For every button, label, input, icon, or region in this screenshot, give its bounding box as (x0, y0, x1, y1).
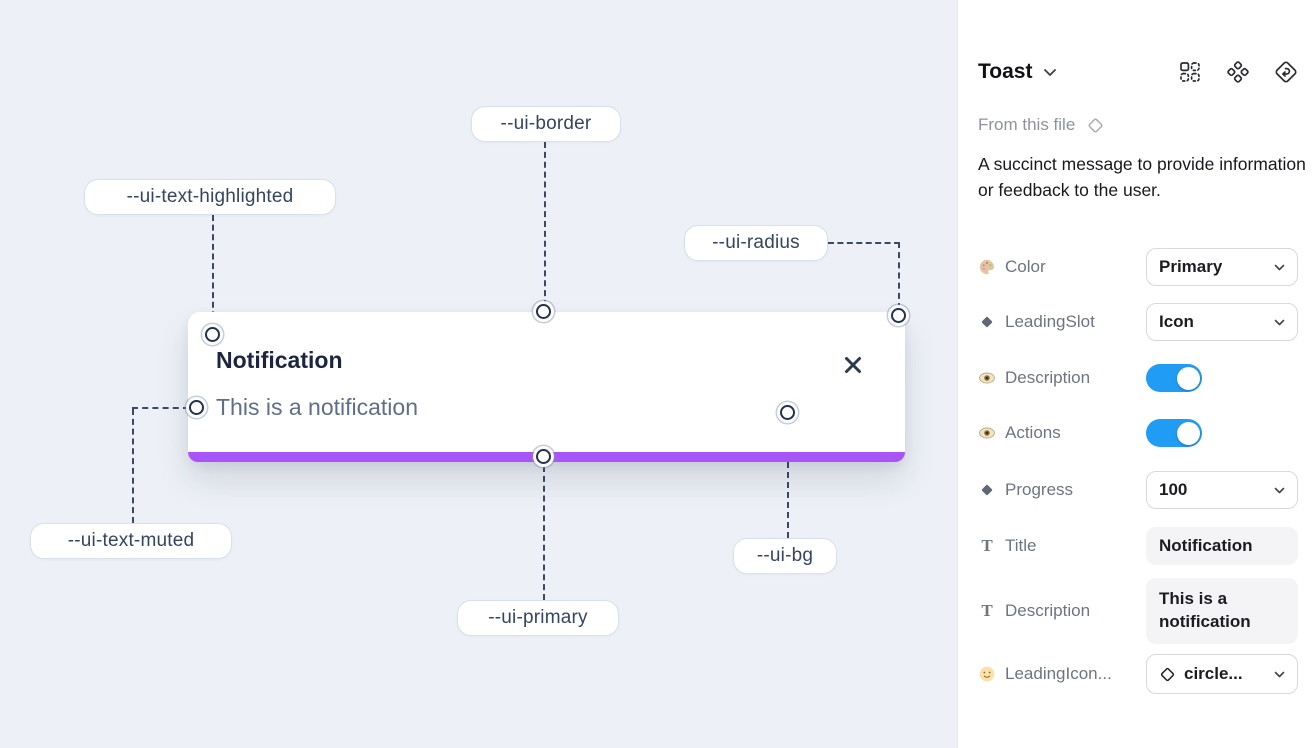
header-actions (1179, 61, 1297, 83)
connector-line-bg (787, 422, 789, 538)
connector-line-text-muted-h (132, 407, 189, 409)
property-label: LeadingIcon... (1005, 664, 1112, 683)
source-label: From this file (978, 115, 1076, 134)
chevron-down-icon[interactable] (1043, 68, 1057, 77)
property-row-title: T Title Notification (978, 526, 1298, 566)
connector-line-text-highlighted (212, 215, 214, 327)
connector-dot-radius[interactable] (891, 308, 906, 323)
property-row-actions-toggle: Actions (978, 419, 1298, 447)
toast-title: Notification (216, 347, 343, 373)
property-label: Progress (1005, 480, 1074, 499)
diamond-outline-icon (1088, 117, 1103, 133)
property-label: Title (1005, 536, 1037, 555)
revert-instance-icon[interactable] (1275, 61, 1297, 83)
connector-dot-bg[interactable] (780, 405, 795, 420)
toast-description: This is a notification (216, 394, 418, 420)
eye-icon (978, 369, 996, 387)
smiley-icon (978, 665, 996, 683)
property-row-description-text: T Description This is a notification (978, 578, 1298, 644)
toggle-knob (1176, 421, 1200, 445)
diamond-icon (978, 313, 996, 331)
component-icon[interactable] (1227, 61, 1249, 83)
chevron-down-icon (1274, 264, 1285, 271)
instance-swap-icon[interactable] (1179, 61, 1201, 83)
property-row-description-toggle: Description (978, 364, 1298, 392)
css-var-label-text-highlighted[interactable]: --ui-text-highlighted (84, 179, 336, 215)
toggle-knob (1176, 366, 1200, 390)
property-label: Actions (1005, 423, 1061, 442)
property-row-color: Color Primary (978, 248, 1298, 286)
leadingicon-dropdown[interactable]: circle... (1146, 654, 1298, 694)
connector-line-primary (543, 466, 545, 600)
property-label: Color (1005, 257, 1046, 276)
component-name: Toast (978, 60, 1033, 83)
eye-icon (978, 424, 996, 442)
connector-line-text-muted-v (132, 409, 134, 523)
connector-dot-text-highlighted[interactable] (205, 327, 220, 342)
palette-icon (978, 258, 996, 276)
connector-dot-primary[interactable] (536, 449, 551, 464)
diamond-icon (978, 481, 996, 499)
property-row-leadingslot: LeadingSlot Icon (978, 303, 1298, 341)
properties-panel: Toast (957, 0, 1312, 748)
connector-dot-border[interactable] (536, 304, 551, 319)
css-var-label-primary[interactable]: --ui-primary (457, 600, 619, 636)
connector-line-radius-v (898, 242, 900, 309)
toast-component[interactable]: Notification This is a notification (188, 312, 905, 462)
canvas[interactable]: --ui-text-highlighted --ui-border --ui-r… (0, 0, 957, 748)
title-text-field[interactable]: Notification (1146, 526, 1298, 566)
progress-dropdown[interactable]: 100 (1146, 471, 1298, 509)
source-row: From this file (978, 115, 1105, 135)
diamond-outline-icon (1160, 667, 1175, 681)
text-icon: T (981, 536, 993, 555)
panel-header: Toast (978, 57, 1297, 87)
connector-line-border (544, 142, 546, 306)
property-label: Description (1005, 601, 1091, 620)
leadingslot-dropdown[interactable]: Icon (1146, 303, 1298, 341)
chevron-down-icon (1274, 487, 1285, 494)
description-toggle[interactable] (1146, 364, 1202, 392)
css-var-label-bg[interactable]: --ui-bg (733, 538, 837, 574)
css-var-label-radius[interactable]: --ui-radius (684, 225, 828, 261)
property-label: Description (1005, 368, 1091, 387)
css-var-label-border[interactable]: --ui-border (471, 106, 621, 142)
property-label: LeadingSlot (1005, 312, 1095, 331)
component-description: A succinct message to provide informatio… (978, 154, 1306, 201)
connector-dot-text-muted[interactable] (189, 400, 204, 415)
actions-toggle[interactable] (1146, 419, 1202, 447)
close-icon[interactable] (842, 354, 864, 376)
property-row-progress: Progress 100 (978, 471, 1298, 509)
description-text-field[interactable]: This is a notification (1146, 578, 1298, 644)
text-icon: T (981, 601, 993, 620)
property-row-leadingicon: LeadingIcon... circle... (978, 654, 1298, 694)
css-var-label-text-muted[interactable]: --ui-text-muted (30, 523, 232, 559)
connector-line-radius-h (828, 242, 900, 244)
chevron-down-icon (1274, 671, 1285, 678)
chevron-down-icon (1274, 319, 1285, 326)
color-dropdown[interactable]: Primary (1146, 248, 1298, 286)
